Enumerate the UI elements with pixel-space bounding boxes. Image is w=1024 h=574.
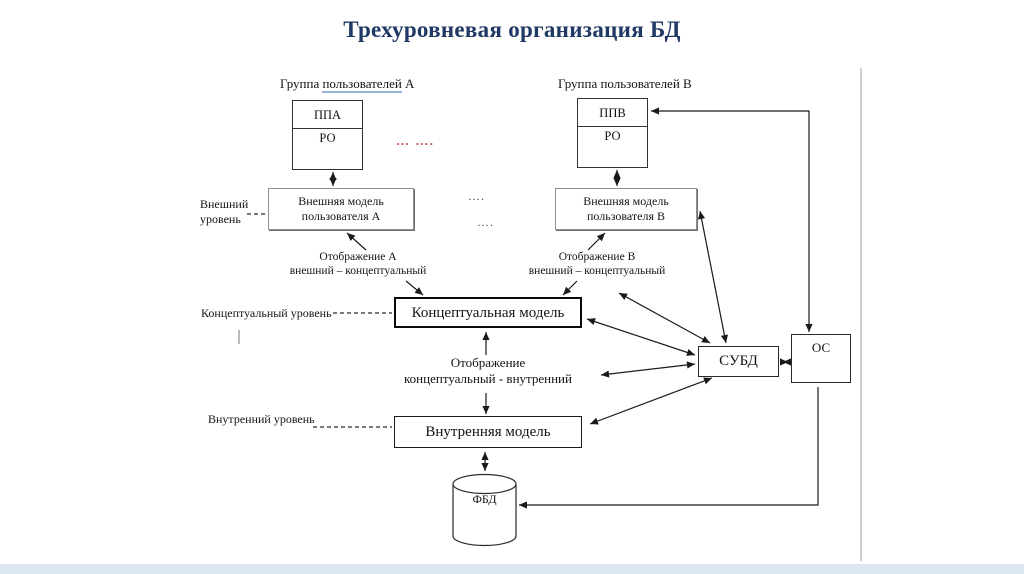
box-ppv-ro: РО — [604, 129, 621, 143]
group-a-prefix: Группа — [280, 76, 320, 91]
label-mapping-b-line2: внешний – концептуальный — [528, 264, 666, 277]
label-external-level: Внешний уровень — [200, 197, 248, 227]
label-mapping-a-line2: внешний – концептуальный — [289, 264, 427, 277]
arrow-mapping-a-to-extmodel-a — [346, 232, 367, 251]
arrow-dbms-conceptual — [586, 318, 696, 356]
label-mapping-ci-line2: концептуальный - внутренний — [404, 371, 572, 386]
label-internal-level: Внутренний уровень — [208, 412, 315, 426]
box-conceptual-model: Концептуальная модель — [394, 297, 582, 328]
ellipsis-bottom: …. — [477, 215, 494, 229]
arrow-mapping-b-to-extmodel-b — [587, 232, 606, 251]
box-external-model-a: Внешняя модель пользователя А — [268, 188, 414, 230]
ellipsis-top: …. — [468, 189, 485, 203]
label-mapping-b-line1: Отображение В — [558, 251, 636, 263]
arrow-dbms-internal — [589, 377, 713, 425]
box-external-model-b-line2: пользователя В — [587, 209, 665, 223]
box-ppv: ППВ РО — [577, 98, 648, 168]
ellipsis-between-groups: … …. — [396, 133, 435, 148]
group-b-label: Группа пользователей В — [558, 76, 692, 91]
label-mapping-conceptual-internal: Отображение концептуальный - внутренний — [398, 355, 578, 387]
box-external-model-a-line2: пользователя А — [301, 209, 381, 223]
arrow-mapping-a-to-conceptual — [405, 280, 424, 296]
group-a-underlined-word: пользователей — [322, 76, 402, 93]
page-title: Трехуровневая организация БД — [343, 17, 681, 42]
group-a-suffix: А — [405, 76, 415, 91]
box-external-model-a-line1: Внешняя модель — [298, 194, 384, 208]
box-dbms: СУБД — [698, 346, 779, 377]
label-external-level-line1: Внешний — [200, 197, 249, 211]
database-cylinder-label: ФБД — [472, 492, 497, 506]
label-mapping-a: Отображение А внешний – концептуальный — [283, 251, 433, 278]
label-mapping-b: Отображение В внешний – концептуальный — [522, 251, 672, 278]
arrow-dbms-mapping-ci — [600, 361, 696, 378]
label-external-level-line2: уровень — [200, 212, 241, 226]
label-mapping-a-line1: Отображение А — [319, 251, 397, 263]
box-external-model-b: Внешняя модель пользователя В — [555, 188, 697, 230]
arrow-dbms-mapping-b — [618, 292, 711, 344]
box-ppa-title: ППА — [293, 101, 362, 129]
label-mapping-ci-line1: Отображение — [450, 355, 526, 370]
box-ppv-title: ППВ — [578, 99, 647, 127]
box-external-model-b-line1: Внешняя модель — [583, 194, 669, 208]
box-os: ОС — [791, 334, 851, 383]
box-ppa-ro: РО — [319, 131, 336, 145]
box-ppa: ППА РО — [292, 100, 363, 170]
box-internal-model: Внутренняя модель — [394, 416, 582, 448]
database-cylinder — [452, 473, 517, 547]
slide-bottom-strip — [0, 564, 1024, 574]
arrow-mapping-b-to-conceptual — [562, 280, 578, 296]
arrow-dbms-extmodel-b — [698, 210, 728, 344]
label-conceptual-level: Концептуальный уровень — [201, 306, 332, 320]
group-a-label: Группа пользователей А — [280, 76, 415, 93]
